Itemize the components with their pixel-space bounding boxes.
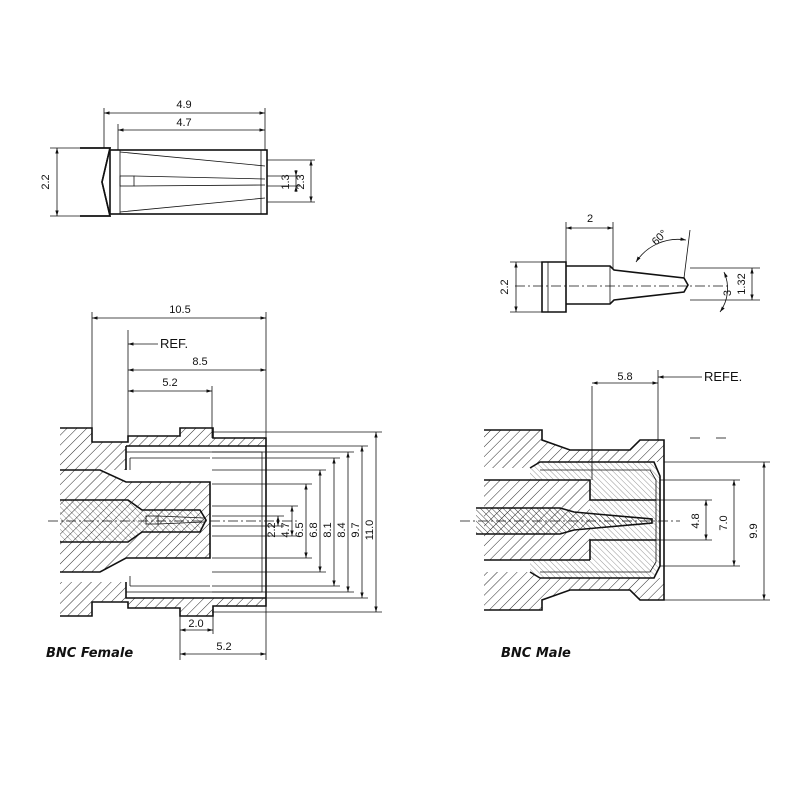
dim-2.2-male-pin: 2.2 bbox=[499, 279, 511, 294]
dim-3: 3 bbox=[722, 290, 734, 296]
bnc-female-caption: BNC Female bbox=[46, 646, 133, 661]
female-dim-4: 8.1 bbox=[322, 522, 334, 537]
dim-5.8: 5.8 bbox=[617, 371, 632, 383]
dim-8.5: 8.5 bbox=[192, 356, 207, 368]
dim-60-deg: 60° bbox=[650, 228, 670, 248]
dim-2.0: 2.0 bbox=[188, 618, 203, 630]
female-dim-6: 9.7 bbox=[350, 522, 362, 537]
female-dim-2: 6.5 bbox=[294, 522, 306, 537]
female-dim-1: 4.7 bbox=[280, 522, 292, 537]
dim-4.7: 4.7 bbox=[176, 117, 191, 129]
dim-7.0: 7.0 bbox=[718, 515, 730, 530]
dim-1.3: 1.3 bbox=[280, 174, 292, 189]
dim-2.2: 2.2 bbox=[40, 174, 52, 189]
dim-5.2-bottom: 5.2 bbox=[216, 641, 231, 653]
dim-2: 2 bbox=[587, 213, 593, 225]
dim-2.3: 2.3 bbox=[295, 174, 307, 189]
dim-4.9: 4.9 bbox=[176, 99, 191, 111]
female-contact-detail: 4.9 4.7 2.2 1.3 2.3 bbox=[40, 99, 315, 217]
female-dim-3: 6.8 bbox=[308, 522, 320, 537]
refe-label: REFE. bbox=[704, 369, 742, 384]
dim-4.8: 4.8 bbox=[690, 513, 702, 528]
bnc-male-caption: BNC Male bbox=[501, 646, 571, 661]
dim-1.32: 1.32 bbox=[736, 273, 748, 294]
female-dim-7: 11.0 bbox=[364, 520, 376, 541]
male-pin-detail: 2 60° 2.2 1.32 3 bbox=[499, 213, 760, 313]
female-dim-5: 8.4 bbox=[336, 522, 348, 537]
dim-9.9: 9.9 bbox=[748, 523, 760, 538]
dim-5.2-top: 5.2 bbox=[162, 377, 177, 389]
ref-label: REF. bbox=[160, 336, 188, 351]
dim-10.5: 10.5 bbox=[169, 304, 190, 316]
bnc-male-drawing: 5.8 REFE. 4.8 7.0 9.9 BNC Male bbox=[460, 369, 770, 661]
female-dim-0: 2.2 bbox=[266, 522, 278, 537]
